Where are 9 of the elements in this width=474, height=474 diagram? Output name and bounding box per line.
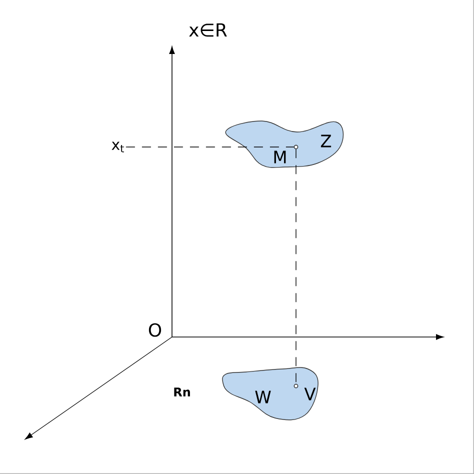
point-label: M: [274, 150, 286, 164]
space-label: Rn: [174, 388, 190, 396]
point-marker: [294, 384, 298, 388]
axis-tick-label: x$_{t}$: [112, 142, 124, 152]
point-label: V: [304, 388, 316, 400]
point-marker: [294, 144, 298, 150]
axis-label: O: [148, 323, 162, 337]
dashed-line: [126, 146, 294, 148]
axis-label: x∈R: [189, 23, 227, 37]
